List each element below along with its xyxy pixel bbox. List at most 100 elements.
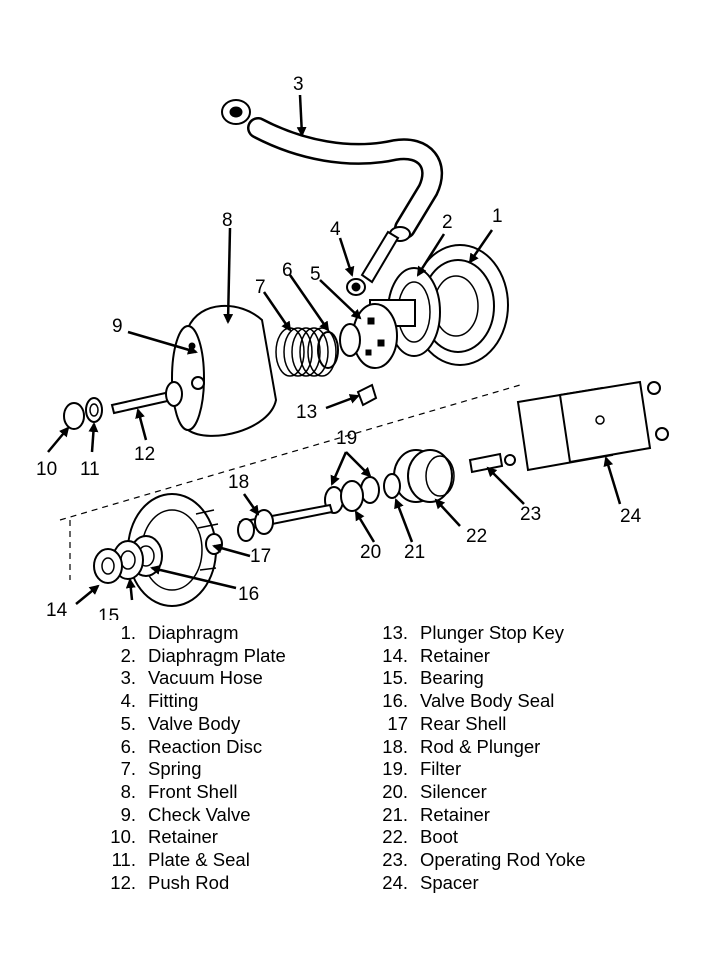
callout-10: 10 bbox=[36, 459, 57, 480]
legend-label: Plate & Seal bbox=[148, 849, 250, 871]
legend-item: 21. Retainer bbox=[380, 804, 586, 827]
retainer-14 bbox=[93, 548, 123, 584]
callout-11: 11 bbox=[80, 459, 100, 480]
callout-16: 16 bbox=[238, 584, 259, 605]
legend-number: 21. bbox=[382, 803, 408, 825]
legend-number: 8. bbox=[120, 780, 136, 802]
callout-19: 19 bbox=[336, 428, 357, 449]
legend-item: 5. Valve Body bbox=[108, 713, 286, 736]
callout-4: 4 bbox=[330, 219, 341, 240]
legend-number: 2. bbox=[120, 644, 136, 666]
legend-item: 14.Retainer bbox=[380, 645, 586, 668]
legend-item: 23.Operating Rod Yoke bbox=[380, 849, 586, 872]
legend-item: 12. Push Rod bbox=[108, 872, 286, 895]
legend-label: Spring bbox=[148, 758, 202, 780]
legend-number: 9. bbox=[120, 803, 136, 825]
legend-number: 6. bbox=[120, 735, 136, 757]
legend-label: Boot bbox=[420, 826, 459, 848]
legend-label: Retainer bbox=[148, 826, 218, 848]
legend-item: 9.Check Valve bbox=[108, 804, 286, 827]
legend-item: 20. Silencer bbox=[380, 781, 586, 804]
legend-label: Fitting bbox=[148, 690, 199, 712]
legend-label: Retainer bbox=[420, 803, 490, 825]
legend-label: Silencer bbox=[420, 780, 487, 802]
legend-label: Front Shell bbox=[148, 780, 238, 802]
legend-item: 11. Plate & Seal bbox=[108, 849, 286, 872]
legend-label: Operating Rod Yoke bbox=[420, 849, 586, 871]
legend-label: Spacer bbox=[420, 871, 479, 893]
callout-1: 1 bbox=[492, 206, 503, 227]
callout-5: 5 bbox=[310, 264, 321, 285]
spring bbox=[275, 327, 337, 377]
legend-item: 2. Diaphragm Plate bbox=[108, 645, 286, 668]
callout-3: 3 bbox=[293, 74, 304, 95]
legend-item: 4. Fitting bbox=[108, 690, 286, 713]
legend-label: Valve Body Seal bbox=[420, 690, 555, 712]
legend-label: Diaphragm Plate bbox=[148, 644, 286, 666]
legend-item: 19. Filter bbox=[380, 758, 586, 781]
plate-and-seal bbox=[85, 397, 103, 423]
legend-label: Rod & Plunger bbox=[420, 735, 541, 757]
legend-item: 8. Front Shell bbox=[108, 781, 286, 804]
legend-number: 12. bbox=[110, 871, 136, 893]
callout-2: 2 bbox=[442, 212, 453, 233]
legend-number: 7. bbox=[120, 758, 136, 780]
legend-item: 22.Boot bbox=[380, 826, 586, 849]
legend-number: 1. bbox=[120, 622, 136, 643]
callout-7: 7 bbox=[255, 277, 266, 298]
legend-number: 24. bbox=[382, 871, 408, 893]
legend-item: 1.Diaphragm bbox=[108, 622, 286, 645]
callout-20: 20 bbox=[360, 542, 381, 563]
legend-number: 10. bbox=[110, 826, 136, 848]
rod-and-plunger bbox=[237, 503, 334, 542]
legend-number: 20. bbox=[382, 780, 408, 802]
legend-label: Reaction Disc bbox=[148, 735, 263, 757]
check-valve bbox=[191, 376, 205, 390]
parts-legend-right: 13.Plunger Stop Key 14.Retainer 15.Beari… bbox=[380, 622, 586, 895]
callout-6: 6 bbox=[282, 260, 293, 281]
legend-number: 4. bbox=[120, 690, 136, 712]
legend-number: 5. bbox=[120, 712, 136, 734]
legend-label: Push Rod bbox=[148, 871, 230, 893]
legend-label: Retainer bbox=[420, 644, 490, 666]
legend-number: 18. bbox=[382, 735, 408, 757]
plunger-stop-key bbox=[356, 383, 378, 407]
callout-17: 17 bbox=[250, 546, 271, 567]
callout-8: 8 bbox=[222, 210, 233, 231]
callout-23: 23 bbox=[520, 504, 541, 525]
legend-number: 15. bbox=[382, 667, 408, 689]
push-rod bbox=[110, 381, 183, 415]
legend-item: 6. Reaction Disc bbox=[108, 736, 286, 759]
legend-label: Valve Body bbox=[148, 712, 241, 734]
legend-number: 16. bbox=[382, 690, 408, 712]
legend-item: 24. Spacer bbox=[380, 872, 586, 895]
callout-21: 21 bbox=[404, 542, 425, 563]
legend-number: 11. bbox=[111, 849, 136, 871]
retainer-21 bbox=[383, 473, 401, 499]
legend-item: 16. Valve Body Seal bbox=[380, 690, 586, 713]
silencer bbox=[340, 480, 364, 512]
spacer bbox=[516, 380, 669, 472]
valve-body bbox=[339, 303, 398, 369]
assembly-axis-upper bbox=[59, 384, 521, 521]
legend-item: 15. Bearing bbox=[380, 667, 586, 690]
legend-label: Bearing bbox=[420, 667, 484, 689]
retainer-10 bbox=[63, 402, 85, 430]
callout-22: 22 bbox=[466, 526, 487, 547]
legend-item: 3. Vacuum Hose bbox=[108, 667, 286, 690]
callout-13: 13 bbox=[296, 402, 317, 423]
callout-14: 14 bbox=[46, 600, 68, 620]
callout-15: 15 bbox=[98, 606, 119, 620]
legend-label: Vacuum Hose bbox=[148, 667, 263, 689]
legend-number: 3. bbox=[120, 667, 136, 689]
legend-number: 19. bbox=[382, 758, 408, 780]
legend-label: Plunger Stop Key bbox=[420, 622, 564, 643]
legend-label: Filter bbox=[420, 758, 462, 780]
leader-lines bbox=[47, 94, 622, 605]
callout-18: 18 bbox=[228, 472, 249, 493]
fitting bbox=[346, 230, 400, 296]
callout-9: 9 bbox=[112, 316, 123, 337]
legend-item: 10. Retainer bbox=[108, 826, 286, 849]
callout-24: 24 bbox=[620, 506, 642, 527]
